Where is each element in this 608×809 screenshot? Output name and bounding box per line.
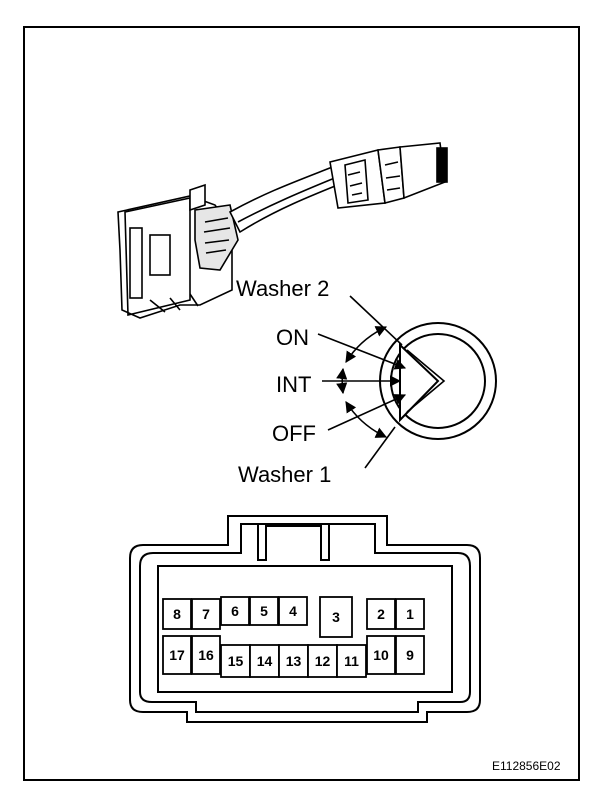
pin-7: 7	[202, 606, 210, 622]
pin-5-cell	[249, 596, 279, 626]
pin-14: 14	[257, 653, 273, 669]
pin-17: 17	[169, 647, 185, 663]
pin-1-cell	[395, 598, 425, 630]
label-off: OFF	[272, 421, 316, 446]
pin-1: 1	[406, 606, 414, 622]
pin-8-cell	[162, 598, 192, 630]
pin-12: 12	[315, 653, 331, 669]
connector-housing	[129, 515, 481, 723]
pin-5: 5	[260, 603, 268, 619]
pin-15: 15	[228, 653, 244, 669]
pin-4-cell	[278, 596, 308, 626]
switch-body	[117, 183, 239, 319]
pin-13-cell	[278, 644, 309, 678]
wiper-lever	[228, 142, 448, 234]
label-int: INT	[276, 372, 311, 397]
pin-16-cell	[191, 635, 221, 675]
position-lines	[317, 295, 407, 469]
label-washer1: Washer 1	[238, 462, 331, 487]
pin-3: 3	[332, 609, 340, 625]
pin-8: 8	[173, 606, 181, 622]
pin-10-cell	[366, 635, 396, 675]
figure-code: E112856E02	[492, 759, 561, 773]
pin-3-cell	[319, 596, 353, 638]
label-washer2: Washer 2	[236, 276, 329, 301]
pin-17-cell	[162, 635, 192, 675]
pin-12-cell	[307, 644, 338, 678]
pin-11-cell	[336, 644, 367, 678]
pin-15-cell	[220, 644, 251, 678]
pin-4: 4	[289, 603, 297, 619]
pin-2-cell	[366, 598, 396, 630]
pins-top-row: 8 7 6 5 4 3 2 1	[162, 596, 425, 638]
pins-bottom-row: 17 16 15 14 13 12 11 10 9	[162, 635, 425, 678]
label-on: ON	[276, 325, 309, 350]
pin-2: 2	[377, 606, 385, 622]
figure-frame	[23, 26, 580, 781]
pin-6: 6	[231, 603, 239, 619]
pin-10: 10	[373, 647, 389, 663]
pin-11: 11	[344, 653, 359, 669]
pin-16: 16	[198, 647, 214, 663]
pin-9-cell	[395, 635, 425, 675]
pin-7-cell	[191, 598, 221, 630]
pin-6-cell	[220, 596, 250, 626]
pin-9: 9	[406, 647, 414, 663]
pin-13: 13	[286, 653, 302, 669]
